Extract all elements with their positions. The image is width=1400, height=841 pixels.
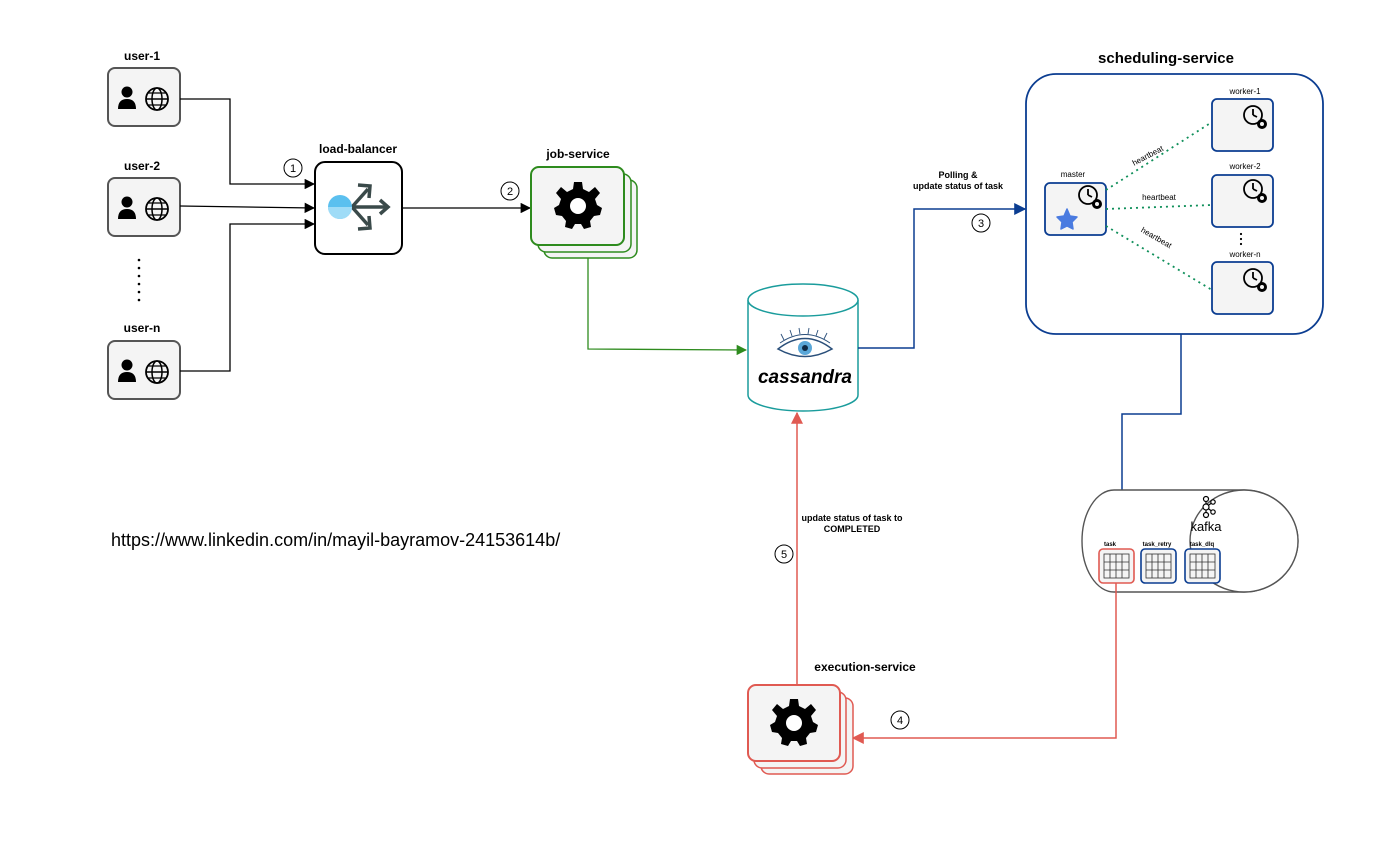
- polling-label-line1: Polling &: [939, 170, 978, 180]
- user-2-label: user-2: [124, 159, 160, 173]
- worker-n-label: worker-n: [1228, 250, 1260, 259]
- step-2-badge: [500, 181, 520, 201]
- cassandra-label: cassandra: [758, 367, 852, 388]
- ellipsis-dots: [137, 258, 141, 302]
- execution-service-label: execution-service: [814, 660, 916, 674]
- step-3-badge: [971, 213, 991, 233]
- star-icon: [1056, 208, 1078, 230]
- worker-2-label: worker-2: [1228, 162, 1261, 171]
- kafka-logo-icon: [1202, 495, 1216, 519]
- step-2-number: 2: [507, 186, 513, 198]
- scheduling-service-label: scheduling-service: [1098, 50, 1234, 67]
- edge-usern-lb: [180, 218, 316, 372]
- user-1-label: user-1: [124, 49, 160, 63]
- edge-user2-lb: [179, 202, 316, 214]
- cassandra-eye-icon: [776, 327, 834, 358]
- user-n-label: user-n: [124, 321, 161, 335]
- step-5-number: 5: [781, 549, 787, 561]
- step-4-badge: [890, 710, 910, 730]
- topic-grid-icons: [1103, 553, 1216, 579]
- worker-1-label: worker-1: [1228, 87, 1261, 96]
- load-balancer-label: load-balancer: [319, 142, 397, 156]
- update-label-line2: COMPLETED: [824, 524, 881, 534]
- step-1-number: 1: [290, 163, 296, 175]
- user-1-node[interactable]: [107, 67, 181, 127]
- worker-ellipsis-dots: [1239, 232, 1243, 246]
- worker-2-node[interactable]: [1211, 174, 1274, 228]
- step-5-badge: [774, 544, 794, 564]
- topic-task-dlq[interactable]: [1184, 548, 1221, 584]
- edge-user1-lb: [180, 98, 316, 190]
- edge-scheduling-kafka: [1116, 334, 1182, 550]
- edge-job-cassandra: [587, 258, 748, 356]
- heartbeat-label-2: heartbeat: [1142, 193, 1177, 202]
- edge-cassandra-scheduling: [858, 203, 1027, 349]
- topic-task-retry[interactable]: [1140, 548, 1177, 584]
- master-label: master: [1061, 170, 1086, 179]
- update-label-line1: update status of task to: [801, 513, 903, 523]
- topic-task-dlq-label: task_dlq: [1190, 542, 1215, 548]
- user-n-node[interactable]: [107, 340, 181, 400]
- step-3-number: 3: [978, 218, 984, 230]
- load-balancer-icon: [328, 183, 391, 231]
- step-4-number: 4: [897, 715, 903, 727]
- kafka-label: kafka: [1190, 519, 1222, 534]
- step-1-badge: [283, 158, 303, 178]
- worker-n-node[interactable]: [1211, 261, 1274, 315]
- edge-kafka-execution: [851, 583, 1117, 744]
- topic-task-retry-label: task_retry: [1143, 542, 1172, 548]
- heartbeat-link-n: [1105, 225, 1213, 291]
- footer-url[interactable]: https://www.linkedin.com/in/mayil-bayram…: [111, 530, 561, 550]
- topic-task-label: task: [1104, 542, 1117, 548]
- worker-1-node[interactable]: [1211, 98, 1274, 152]
- job-service-label: job-service: [545, 147, 610, 161]
- polling-label-line2: update status of task: [913, 181, 1004, 191]
- user-2-node[interactable]: [107, 177, 181, 237]
